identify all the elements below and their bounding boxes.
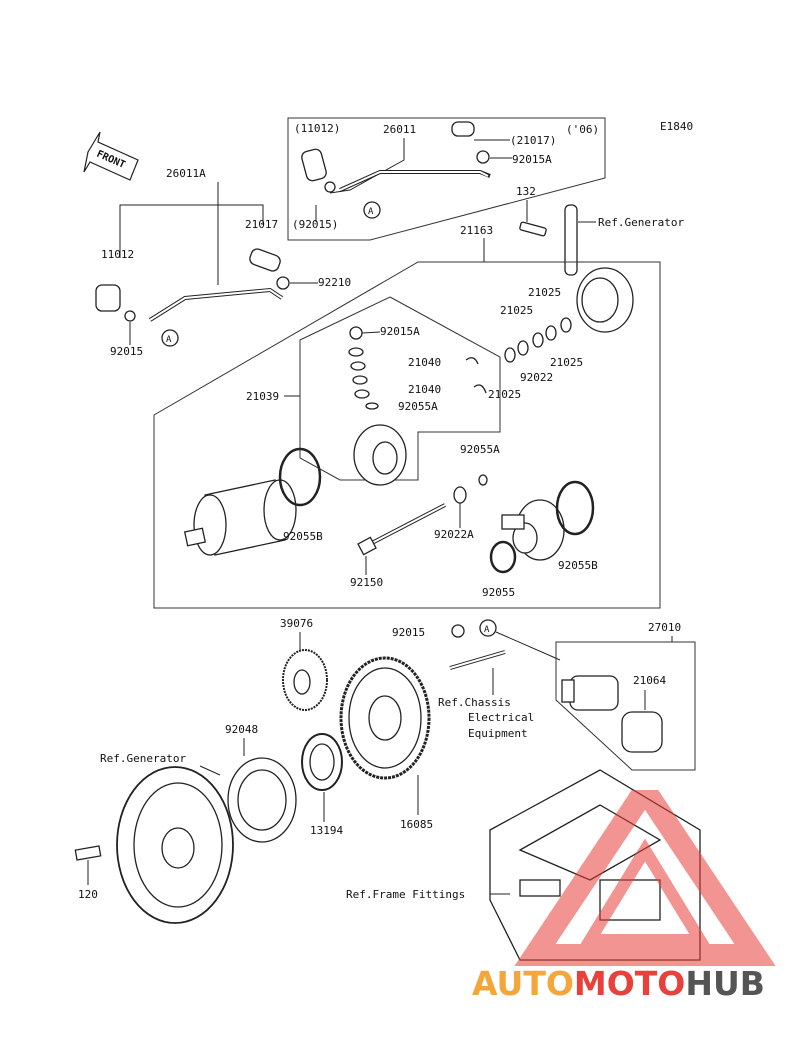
part-92015-paren: (92015) [292,218,338,231]
part-132: 132 [516,185,536,198]
brush-holder-frame [299,296,501,481]
ref-chassis-line2: Electrical [468,711,534,724]
part-21040-a: 21040 [408,356,441,369]
part-92015a-mid: 92015A [380,325,420,338]
part-11012-paren: (11012) [294,122,340,135]
front-arrow-icon: FRONT [83,131,139,181]
ref-generator-bottom: Ref.Generator [100,752,186,765]
starter-motor-body [183,479,297,556]
part-21040-b: 21040 [408,383,441,396]
part-21025-a: 21025 [528,286,561,299]
part-92015a-top: 92015A [512,153,552,166]
part-120: 120 [78,888,98,901]
part-11012: 11012 [101,248,134,261]
watermark-moto: MOTO [574,964,685,1003]
callout-a-bottom: A [484,625,490,635]
o-ring-92055b-right [555,480,595,536]
cable-group-frame [287,117,606,241]
part-92055a-b: 92055A [460,443,500,456]
generator-rotor [116,766,234,924]
part-39076: 39076 [280,617,313,630]
callout-a-top: A [368,207,374,217]
callout-a-left: A [166,335,172,345]
watermark-hub: HUB [685,964,765,1003]
part-26011: 26011 [383,123,416,136]
starter-clutch-gear-16085 [339,656,431,780]
bolt-120 [74,845,102,861]
diagram-code: E1840 [660,120,693,133]
automotohub-watermark: AUTOMOTOHUB [472,790,776,1003]
part-06: ('06) [566,123,599,136]
part-21025-d: 21025 [488,388,521,401]
part-27010: 27010 [648,621,681,634]
part-92150: 92150 [350,576,383,589]
part-92055: 92055 [482,586,515,599]
part-92210: 92210 [318,276,351,289]
part-92055b-right: 92055B [558,559,598,572]
part-21064: 21064 [633,674,666,687]
ref-frame-fittings: Ref.Frame Fittings [346,888,465,901]
starter-front-cover [501,499,565,561]
relay-cover-21064 [621,711,663,753]
part-92015-bottom: 92015 [392,626,425,639]
part-26011a: 26011A [166,167,206,180]
starter-motor-frame [153,261,661,609]
part-92055a-a: 92055A [398,400,438,413]
part-21025-c: 21025 [550,356,583,369]
watermark-triangle-icon [514,790,776,966]
part-16085: 16085 [400,818,433,831]
ref-generator-top: Ref.Generator [598,216,684,229]
part-92022: 92022 [520,371,553,384]
o-ring-92055 [489,540,517,574]
part-21163: 21163 [460,224,493,237]
part-21017-paren: (21017) [510,134,556,147]
watermark-auto: AUTO [472,964,574,1003]
part-92055b-left: 92055B [283,530,323,543]
o-ring-92055b-left [278,447,322,507]
starter-relay [561,675,619,711]
part-13194: 13194 [310,824,343,837]
ref-chassis-line3: Equipment [468,727,528,740]
part-21017: 21017 [245,218,278,231]
part-92048: 92048 [225,723,258,736]
part-21039: 21039 [246,390,279,403]
part-21025-b: 21025 [500,304,533,317]
ref-chassis-line1: Ref.Chassis [438,696,511,709]
svg-text:AUTOMOTOHUB: AUTOMOTOHUB [472,964,765,1003]
part-92022a: 92022A [434,528,474,541]
part-92015-left: 92015 [110,345,143,358]
